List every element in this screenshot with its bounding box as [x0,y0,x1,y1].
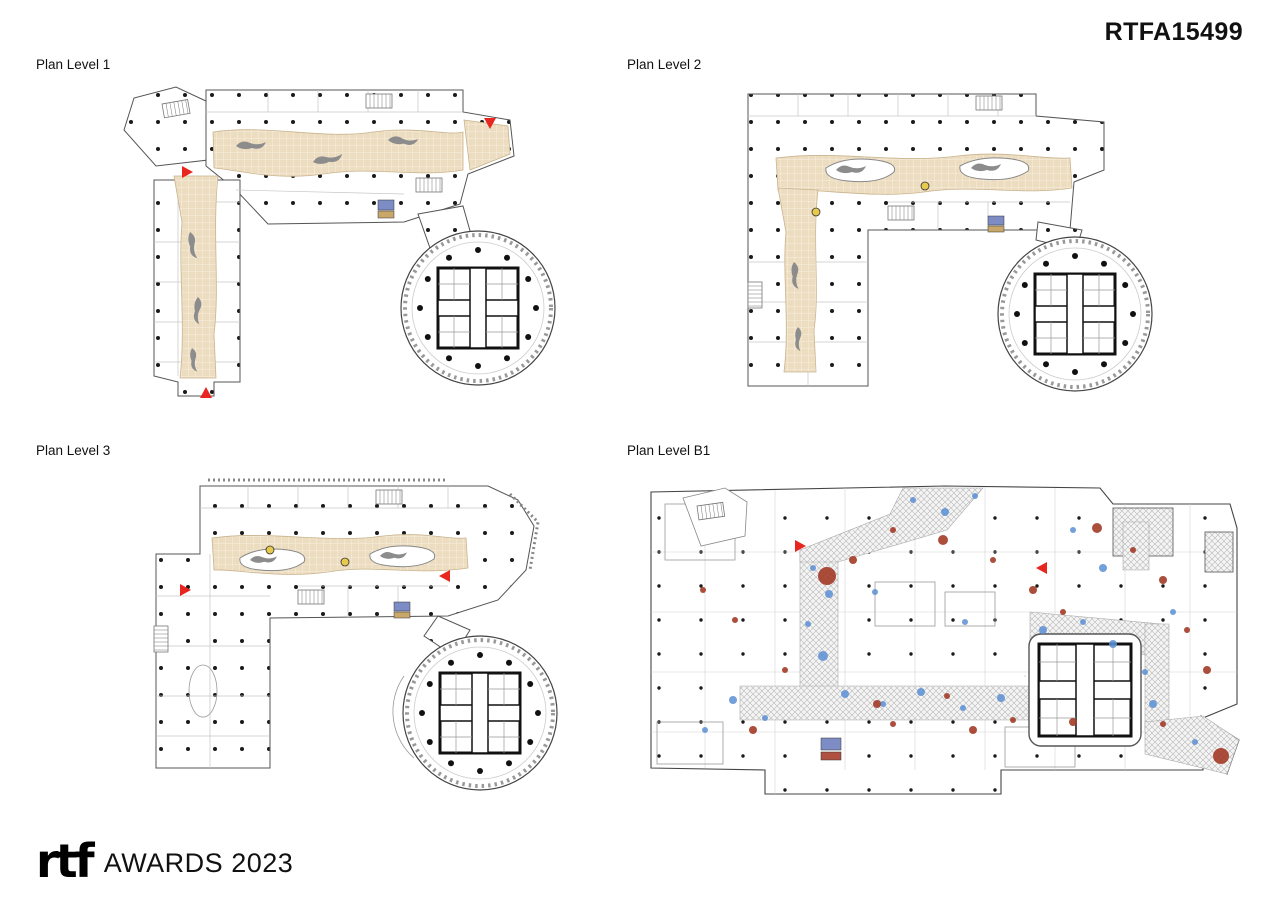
stair-icon [365,93,393,109]
plan-level-b1-label: Plan Level B1 [627,443,711,458]
stair-icon [153,625,169,653]
stair-icon [375,489,403,505]
floor-plan-level-1-drawing [118,82,588,412]
accent-marker [811,207,821,217]
restroom-block [377,199,395,219]
accent-marker [340,557,350,567]
accent-marker [920,181,930,191]
footer: rtf AWARDS 2023 [36,834,294,888]
floor-plan-level-3-drawing [148,466,588,796]
sheet-code: RTFA15499 [1104,18,1243,46]
stair-icon [747,281,763,309]
plan-level-3-label: Plan Level 3 [36,443,111,458]
accent-marker [265,545,275,555]
tower-core-icon [996,235,1154,393]
hatched-block [1204,531,1234,573]
stair-icon [415,177,443,193]
stair-icon [297,589,325,605]
awards-text: AWARDS 2023 [103,848,294,879]
scatter-dots-red [700,523,1229,764]
tower-core-icon [1027,632,1143,748]
seating-islands [791,157,1030,352]
ramp-oval [188,664,218,718]
tower-core-icon [399,229,557,387]
restroom-block [393,601,411,619]
seating-islands [239,545,436,572]
scatter-dots-blue [702,493,1198,745]
floor-plan-level-b1-drawing [645,472,1245,807]
restroom-block [987,215,1005,233]
tower-core-icon [401,634,559,792]
fan-element [392,675,415,759]
stair-icon [975,95,1003,111]
plan-level-1-label: Plan Level 1 [36,57,111,72]
restroom-block [820,737,842,761]
plan-level-2-label: Plan Level 2 [627,57,702,72]
floor-plan-level-2-drawing [738,82,1168,402]
rtf-logo: rtf [36,834,95,888]
stair-icon [887,205,915,221]
